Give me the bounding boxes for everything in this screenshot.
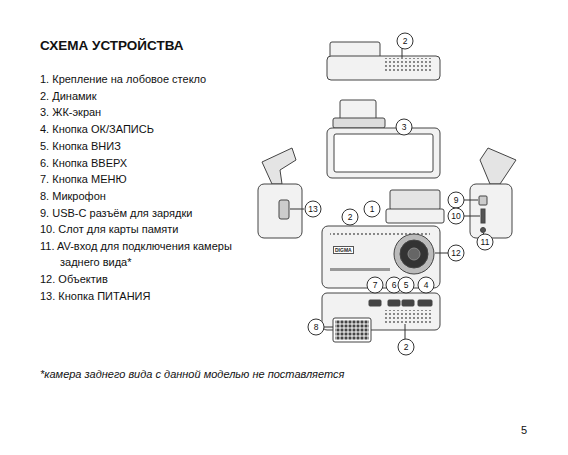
- legend-item: 5. Кнопка ВНИЗ: [40, 138, 268, 154]
- legend-item: 7. Кнопка МЕНЮ: [40, 171, 268, 187]
- callout-number: 11: [477, 234, 494, 251]
- callout-number: 2: [342, 209, 359, 226]
- page-title: СХЕМА УСТРОЙСТВА: [40, 38, 184, 53]
- callout-number: 8: [308, 319, 325, 336]
- legend-item: 13. Кнопка ПИТАНИЯ: [40, 288, 268, 304]
- front-view: [322, 190, 448, 288]
- legend-item: 8. Микрофон: [40, 188, 268, 204]
- brand-mark: DIGMA: [333, 246, 354, 254]
- callout-number: 5: [398, 277, 415, 294]
- legend-item: 2. Динамик: [40, 88, 268, 104]
- legend-item: 12. Объектив: [40, 271, 268, 287]
- legend-item: 4. Кнопка ОК/ЗАПИСЬ: [40, 121, 268, 137]
- callout-number: 12: [448, 245, 465, 262]
- left-side-view: [258, 148, 304, 238]
- legend-item: 1. Крепление на лобовое стекло: [40, 71, 268, 87]
- bottom-view: [322, 293, 440, 342]
- callout-number: 1: [364, 201, 381, 218]
- legend-item: 11. AV-вход для подключения камеры задне…: [40, 238, 268, 270]
- legend-item: 10. Слот для карты памяти: [40, 221, 268, 237]
- screen-view: [327, 100, 440, 178]
- page-number: 5: [521, 424, 527, 436]
- callout-number: 4: [418, 277, 435, 294]
- callout-number: 13: [305, 201, 322, 218]
- top-view: [327, 42, 440, 80]
- legend-item: 9. USB-C разъём для зарядки: [40, 205, 268, 221]
- callout-number: 9: [448, 192, 465, 209]
- callout-number: 7: [367, 277, 384, 294]
- callout-number: 2: [397, 33, 414, 50]
- callout-number: 10: [448, 208, 465, 225]
- legend-item: 3. ЖК-экран: [40, 104, 268, 120]
- callout-number: 2: [398, 339, 415, 356]
- right-side-view: [464, 148, 516, 238]
- callout-number: 3: [396, 119, 413, 136]
- footnote: *камера заднего вида с данной моделью не…: [40, 368, 344, 380]
- legend-item: 6. Кнопка ВВЕРХ: [40, 155, 268, 171]
